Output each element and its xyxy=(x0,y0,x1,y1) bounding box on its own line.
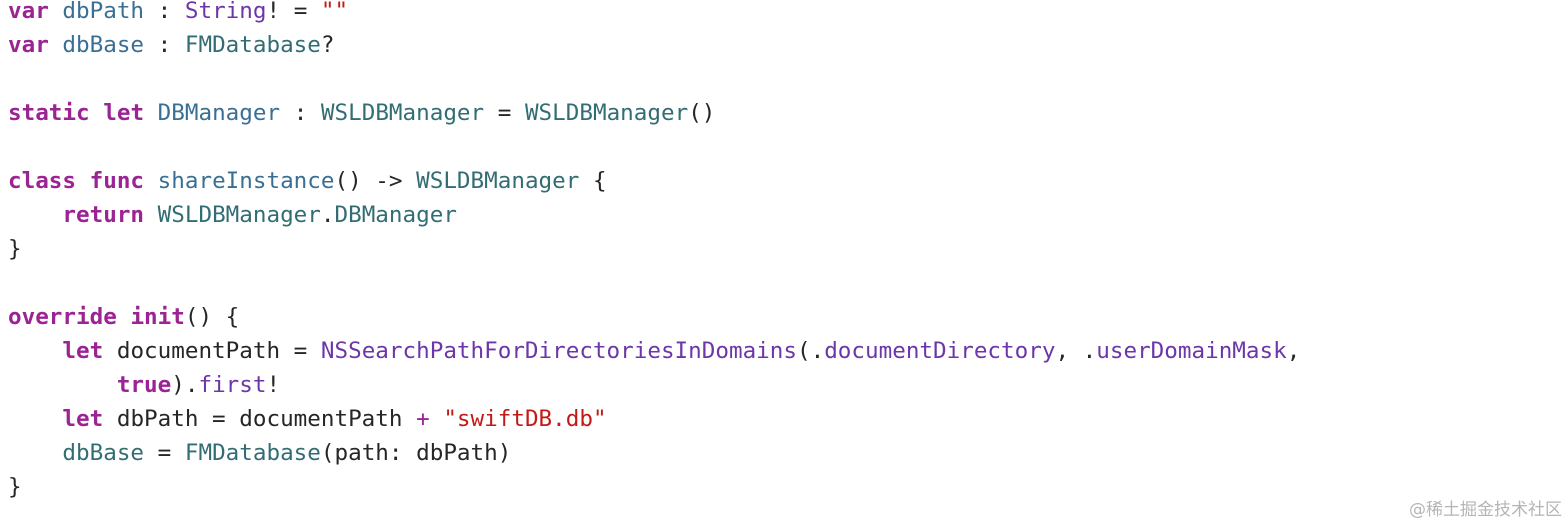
code-text: (path: dbPath) xyxy=(320,440,512,466)
code-text xyxy=(144,202,158,228)
code-line-12: } xyxy=(8,470,1548,504)
code-text: , . xyxy=(1055,338,1097,364)
function-name: shareInstance xyxy=(157,168,335,194)
watermark: @稀土掘金技术社区 xyxy=(1409,500,1562,520)
code-line-4: class func shareInstance() -> WSLDBManag… xyxy=(8,164,1548,198)
variable-name: DBManager xyxy=(157,100,281,126)
keyword: let xyxy=(62,338,104,364)
code-text: () -> xyxy=(334,168,417,194)
code-text: } xyxy=(8,236,22,262)
keyword: static xyxy=(8,100,90,126)
code-text: { xyxy=(579,168,607,194)
code-text xyxy=(49,0,63,24)
code-line-11: dbBase = FMDatabase(path: dbPath) xyxy=(8,436,1548,470)
code-text: = xyxy=(484,100,525,126)
member-name: DBManager xyxy=(334,202,457,228)
code-text: } xyxy=(8,474,22,500)
enum-case: userDomainMask xyxy=(1096,338,1287,364)
code-text xyxy=(76,168,90,194)
code-text: () xyxy=(688,100,716,126)
code-text: documentPath = xyxy=(103,338,321,364)
keyword: let xyxy=(62,406,104,432)
keyword: func xyxy=(89,168,145,194)
code-text: , xyxy=(1286,338,1301,364)
string-literal: "" xyxy=(320,0,349,24)
type-name: WSLDBManager xyxy=(416,168,580,194)
code-line-10: let dbPath = documentPath + "swiftDB.db" xyxy=(8,402,1548,436)
operator: + xyxy=(416,406,430,432)
code-line-8: let documentPath = NSSearchPathForDirect… xyxy=(8,334,1548,368)
code-text: ! xyxy=(266,372,281,398)
keyword: init xyxy=(130,304,185,330)
enum-case: documentDirectory xyxy=(824,338,1056,364)
keyword: let xyxy=(103,100,145,126)
code-text: : xyxy=(144,32,185,58)
type-name: WSLDBManager xyxy=(320,100,485,126)
code-text: : xyxy=(280,100,321,126)
code-text xyxy=(90,100,104,126)
keyword: var xyxy=(8,0,49,24)
code-text: dbPath = documentPath xyxy=(103,406,417,432)
code-line-2: var dbBase : FMDatabase? xyxy=(8,28,1548,62)
member-name: first xyxy=(198,372,267,398)
code-text xyxy=(430,406,444,432)
keyword: var xyxy=(8,32,49,58)
type-name: FMDatabase xyxy=(184,32,321,58)
indent xyxy=(8,372,117,398)
keyword: override xyxy=(8,304,117,330)
indent xyxy=(8,440,62,466)
variable-name: dbPath xyxy=(62,0,145,24)
code-line-5: return WSLDBManager.DBManager xyxy=(8,198,1548,232)
code-editor[interactable]: var dbPath : String! = "" var dbBase : F… xyxy=(8,0,1548,514)
code-line-blank xyxy=(8,130,1548,164)
indent xyxy=(8,338,62,364)
code-text: ! = xyxy=(266,0,321,24)
keyword: true xyxy=(116,372,172,398)
code-text: ). xyxy=(171,372,199,398)
string-literal: "swiftDB.db" xyxy=(443,406,607,432)
type-name: WSLDBManager xyxy=(524,100,689,126)
code-line-blank xyxy=(8,62,1548,96)
code-text: : xyxy=(144,0,185,24)
code-line-3: static let DBManager : WSLDBManager = WS… xyxy=(8,96,1548,130)
function-call: NSSearchPathForDirectoriesInDomains xyxy=(320,338,797,364)
code-line-7: override init() { xyxy=(8,300,1548,334)
code-text: ? xyxy=(320,32,335,58)
code-text: = xyxy=(144,440,185,466)
code-text xyxy=(144,168,158,194)
code-line-1: var dbPath : String! = "" xyxy=(8,0,1548,28)
code-line-9: true).first! xyxy=(8,368,1548,402)
code-line-6: } xyxy=(8,232,1548,266)
code-text xyxy=(49,32,63,58)
keyword: return xyxy=(62,202,145,228)
variable-name: dbBase xyxy=(62,440,145,466)
variable-name: dbBase xyxy=(62,32,145,58)
indent xyxy=(8,406,62,432)
type-name: WSLDBManager xyxy=(157,202,321,228)
code-text: () { xyxy=(184,304,240,330)
code-text: (. xyxy=(796,338,825,364)
type-name: String xyxy=(184,0,267,24)
code-text xyxy=(117,304,131,330)
keyword: class xyxy=(8,168,77,194)
indent xyxy=(8,202,62,228)
code-line-blank xyxy=(8,266,1548,300)
type-name: FMDatabase xyxy=(184,440,321,466)
code-text: . xyxy=(320,202,335,228)
code-text xyxy=(144,100,158,126)
